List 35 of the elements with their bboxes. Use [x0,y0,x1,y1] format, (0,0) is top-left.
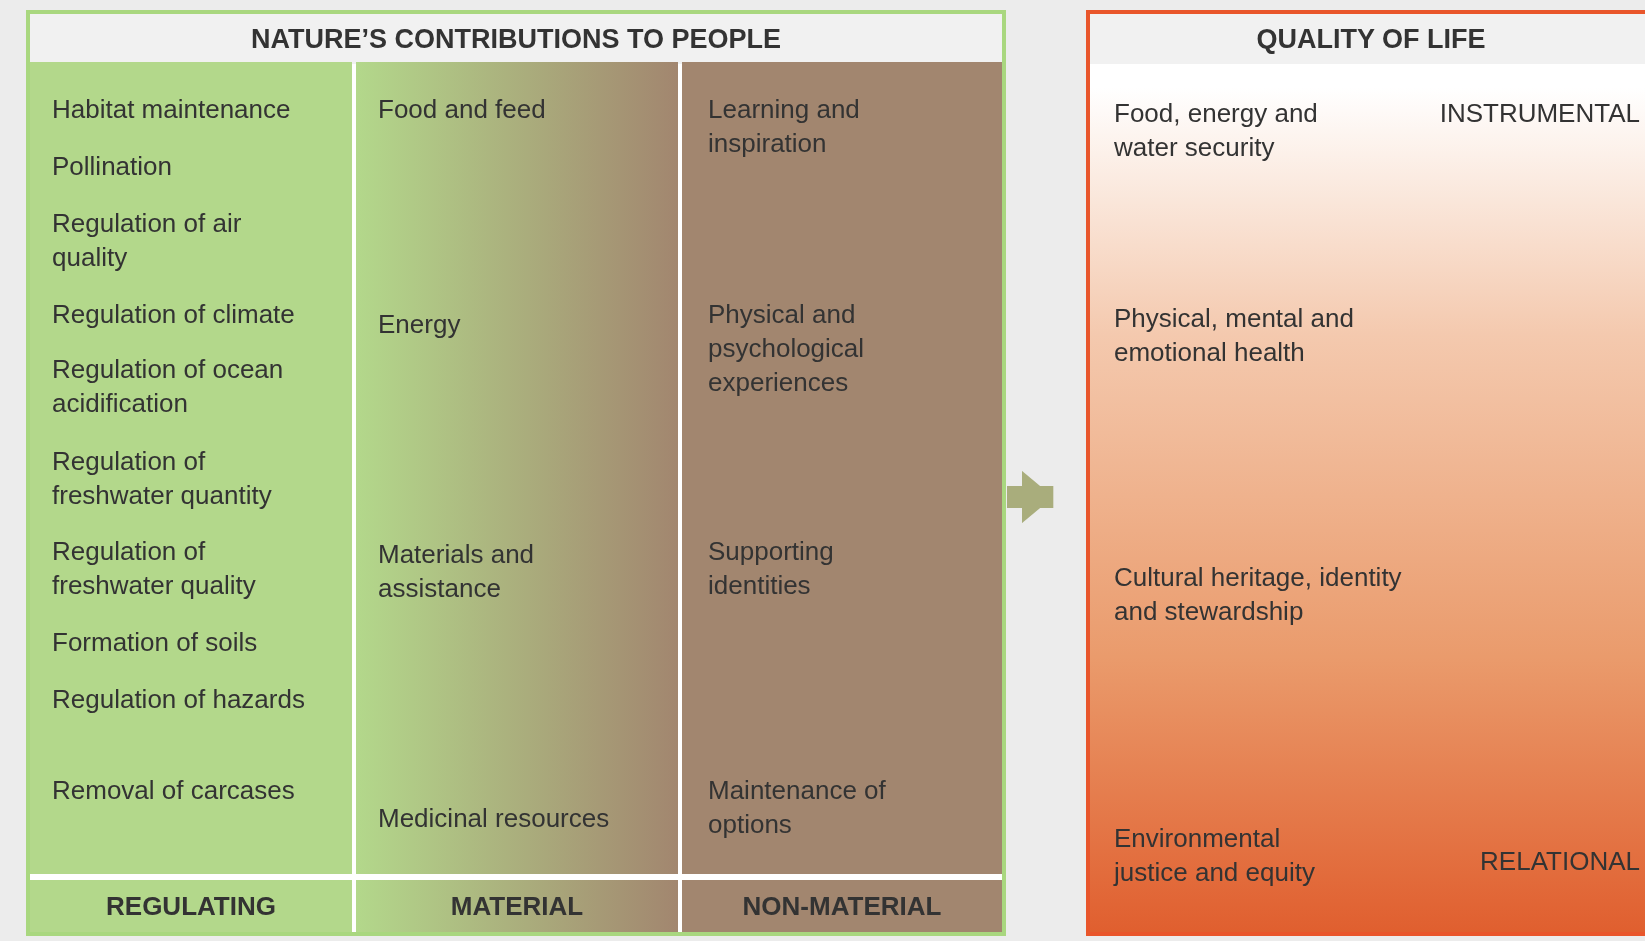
axis-label: INSTRUMENTAL [1438,97,1640,130]
list-item: Regulation of air quality [52,207,243,274]
axis-label: RELATIONAL [1479,845,1640,878]
list-item: Physical and psychological experiences [708,298,866,399]
panel-heading: QUALITY OF LIFE [1090,14,1645,64]
list-item: Energy [378,308,462,341]
panel [26,10,1006,936]
list-item: Habitat maintenance [52,93,292,126]
list-item: Regulation of hazards [52,683,306,716]
list-item: Regulation of freshwater quality [52,535,257,602]
list-item: Formation of soils [52,626,259,659]
column-footer: NON-MATERIAL [682,880,1002,932]
list-item: Food and feed [378,93,547,126]
list-item: Materials and assistance [378,538,536,605]
arrow [1007,470,1054,524]
column-panel [682,62,1002,874]
list-item: Removal of carcases [52,774,296,807]
list-item: Regulation of freshwater quantity [52,445,273,512]
list-item: Environmental justice and equity [1114,822,1316,889]
list-item: Cultural heritage, identity and stewardship [1114,561,1403,628]
panel-heading: NATURE’S CONTRIBUTIONS TO PEOPLE [30,14,1002,64]
panel [1086,10,1645,936]
list-item: Physical, mental and emotional health [1114,302,1355,369]
list-item: Food, energy and water security [1114,97,1319,164]
column-panel [30,62,352,874]
list-item: Medicinal resources [378,802,611,835]
list-item: Learning and inspiration [708,93,861,160]
list-item: Regulation of ocean acidification [52,353,285,420]
column-footer: MATERIAL [356,880,678,932]
list-item: Regulation of climate [52,298,296,331]
column-panel [356,62,678,874]
list-item: Supporting identities [708,535,835,602]
list-item: Pollination [52,150,173,183]
list-item: Maintenance of options [708,774,887,841]
column-footer: REGULATING [30,880,352,932]
